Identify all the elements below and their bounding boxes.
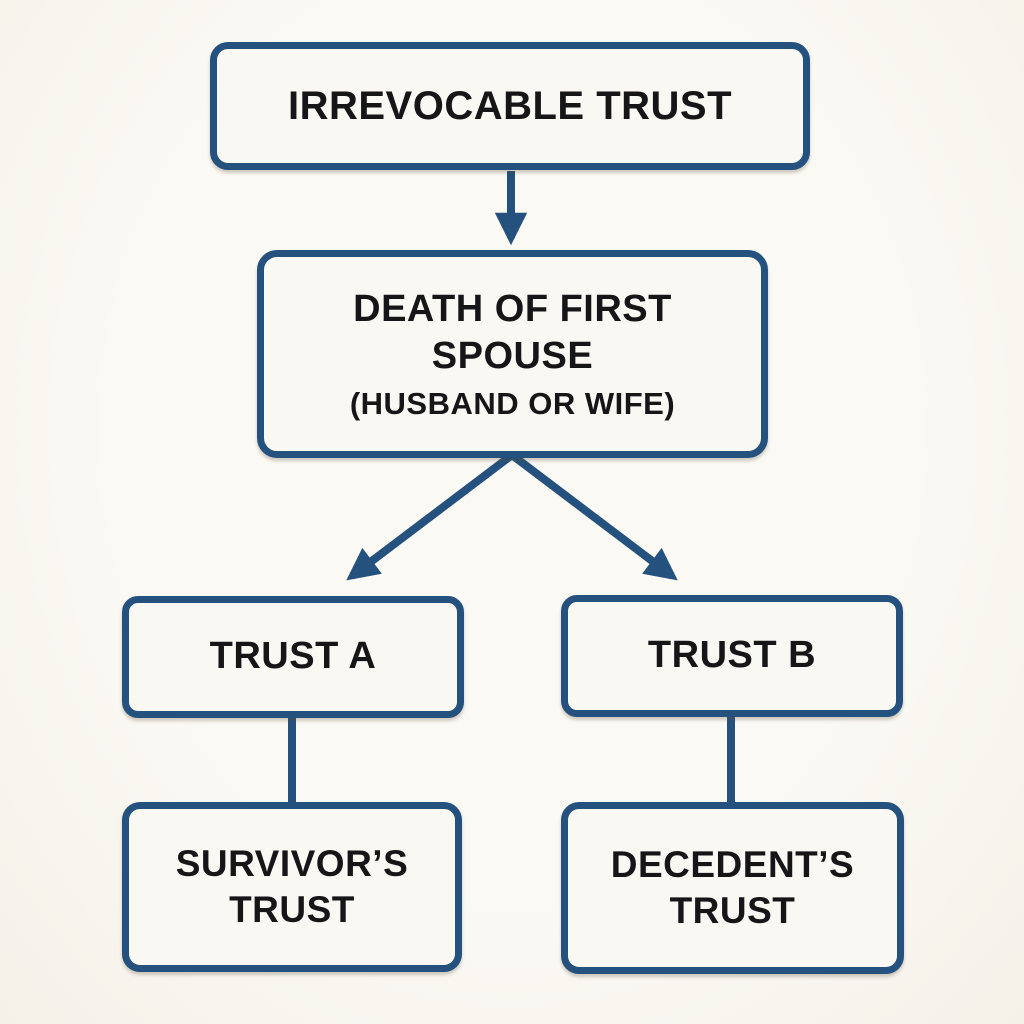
node-survivors-trust-label: SURVIVOR’S TRUST: [175, 842, 409, 930]
edge-death-to-trust-b-arrow: [509, 451, 678, 581]
node-decedents-trust: DECEDENT’S TRUST: [561, 802, 904, 974]
node-death-of-first-spouse: DEATH OF FIRST SPOUSE (HUSBAND OR WIFE): [257, 250, 768, 458]
edge-death-to-trust-a-arrow: [346, 451, 515, 581]
node-decedents-trust-label: DECEDENT’S TRUST: [610, 843, 855, 931]
node-irrevocable-trust: IRREVOCABLE TRUST: [210, 42, 810, 170]
node-trust-a-label: TRUST A: [209, 635, 377, 678]
node-trust-a: TRUST A: [122, 596, 464, 718]
node-trust-b: TRUST B: [561, 595, 903, 717]
node-irrevocable-trust-label: IRREVOCABLE TRUST: [287, 84, 733, 128]
node-trust-b-label: TRUST B: [647, 634, 817, 677]
node-death-of-first-spouse-sublabel: (HUSBAND OR WIFE): [349, 385, 676, 421]
node-survivors-trust: SURVIVOR’S TRUST: [122, 802, 462, 972]
node-death-of-first-spouse-label: DEATH OF FIRST SPOUSE: [353, 287, 672, 378]
